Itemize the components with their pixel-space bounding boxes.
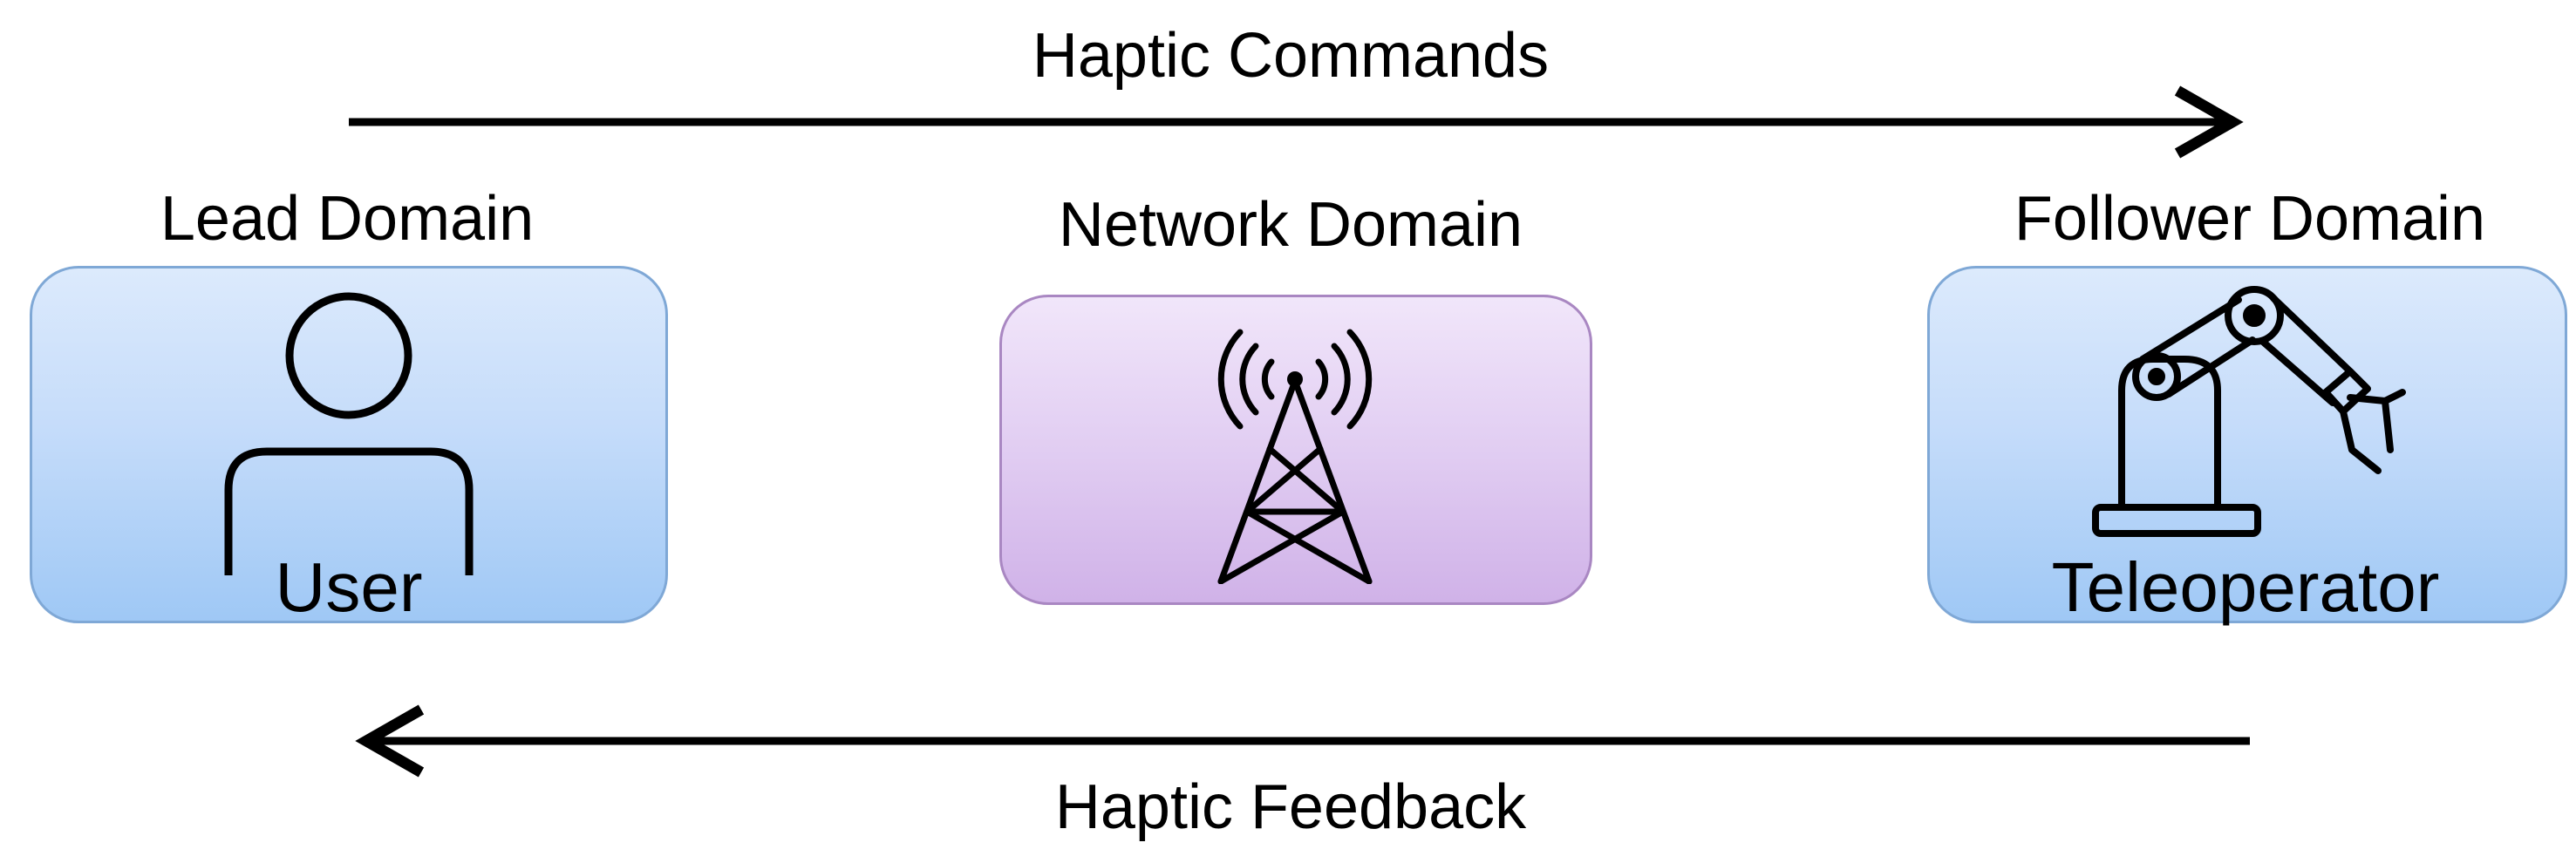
teleoperator-label: Teleoperator [2051,548,2440,626]
network-domain-title: Network Domain [1058,190,1523,260]
follower-domain-title: Follower Domain [2014,184,2486,254]
user-label: User [275,548,423,626]
haptic-commands-label: Haptic Commands [1032,21,1550,91]
lead-domain-box [30,266,668,623]
radio-tower-icon [1217,329,1373,584]
haptic-feedback-label: Haptic Feedback [1054,772,1527,842]
robot-arm-icon [2092,286,2406,537]
lead-domain-title: Lead Domain [160,184,535,254]
follower-domain-box [1927,266,2567,623]
network-domain-box [999,295,1592,605]
user-icon [224,292,474,575]
